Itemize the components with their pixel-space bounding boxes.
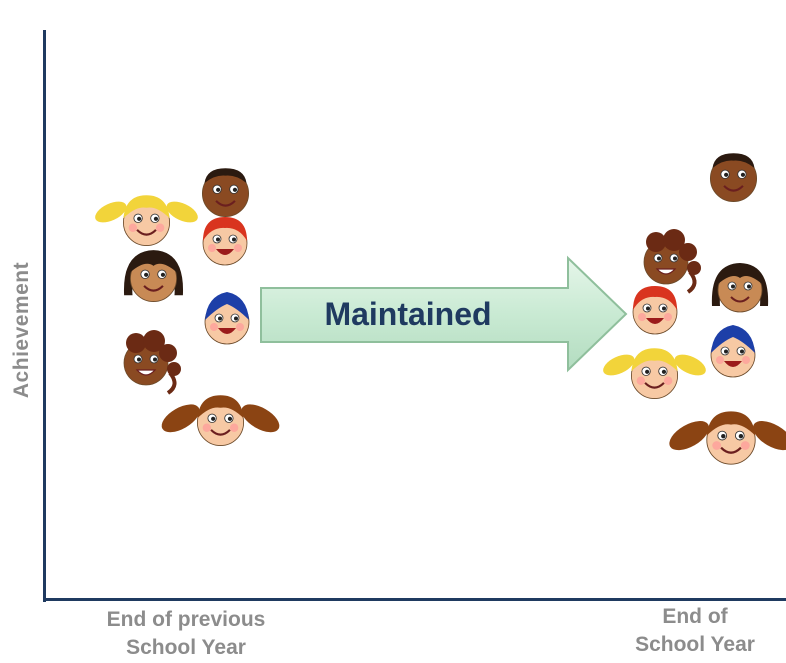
y-axis-line — [43, 30, 46, 602]
blonde-pigtails-face-start-of-period — [94, 170, 199, 275]
arrow-label: Maintained — [324, 295, 492, 332]
dark-skin-boy-face-icon — [709, 152, 757, 202]
blonde-pigtails-face-icon — [94, 194, 198, 246]
x-axis-label-left: End of previous School Year — [86, 606, 286, 662]
brown-pigtails-face-icon — [669, 411, 786, 465]
curly-hair-face-icon — [123, 330, 181, 395]
x-axis-label-right-line2: School Year — [635, 633, 755, 656]
dark-hair-tan-face-end-of-period — [690, 240, 786, 340]
blue-hair-face-icon — [204, 292, 250, 345]
blue-hair-face-icon — [710, 325, 756, 378]
brown-pigtails-face-end-of-period — [669, 385, 786, 495]
dark-skin-boy-face-icon — [201, 167, 249, 217]
y-axis-label: Achievement — [10, 261, 33, 399]
curly-hair-face-end-of-period — [616, 212, 716, 312]
dark-hair-tan-face-start-of-period — [101, 226, 206, 331]
blue-hair-face-start-of-period — [177, 272, 277, 372]
redhead-face-icon — [202, 217, 248, 266]
dark-skin-boy-face-end-of-period — [681, 126, 786, 231]
brown-pigtails-face-start-of-period — [161, 370, 279, 475]
arrow-shape — [260, 255, 628, 373]
maintained-arrow: Maintained — [258, 255, 630, 373]
dark-skin-boy-face-start-of-period — [173, 141, 278, 246]
x-axis-line — [43, 598, 786, 601]
curly-hair-face-start-of-period — [96, 313, 196, 413]
x-axis-label-right: End of School Year — [615, 603, 775, 659]
curly-hair-face-icon — [643, 229, 701, 294]
x-axis-label-left-line2: School Year — [126, 636, 246, 659]
redhead-face-end-of-period — [605, 262, 705, 362]
x-axis-label-left-line1: End of previous — [106, 608, 266, 631]
dark-hair-face-icon — [711, 263, 769, 313]
redhead-face-icon — [632, 286, 678, 335]
dark-hair-face-icon — [123, 249, 183, 302]
blue-hair-face-end-of-period — [683, 305, 783, 405]
x-axis-label-right-line1: End of — [662, 605, 728, 628]
blonde-pigtails-face-end-of-period — [602, 323, 707, 428]
brown-pigtails-face-icon — [161, 394, 279, 446]
blonde-pigtails-face-icon — [602, 347, 706, 399]
redhead-face-start-of-period — [175, 193, 275, 293]
